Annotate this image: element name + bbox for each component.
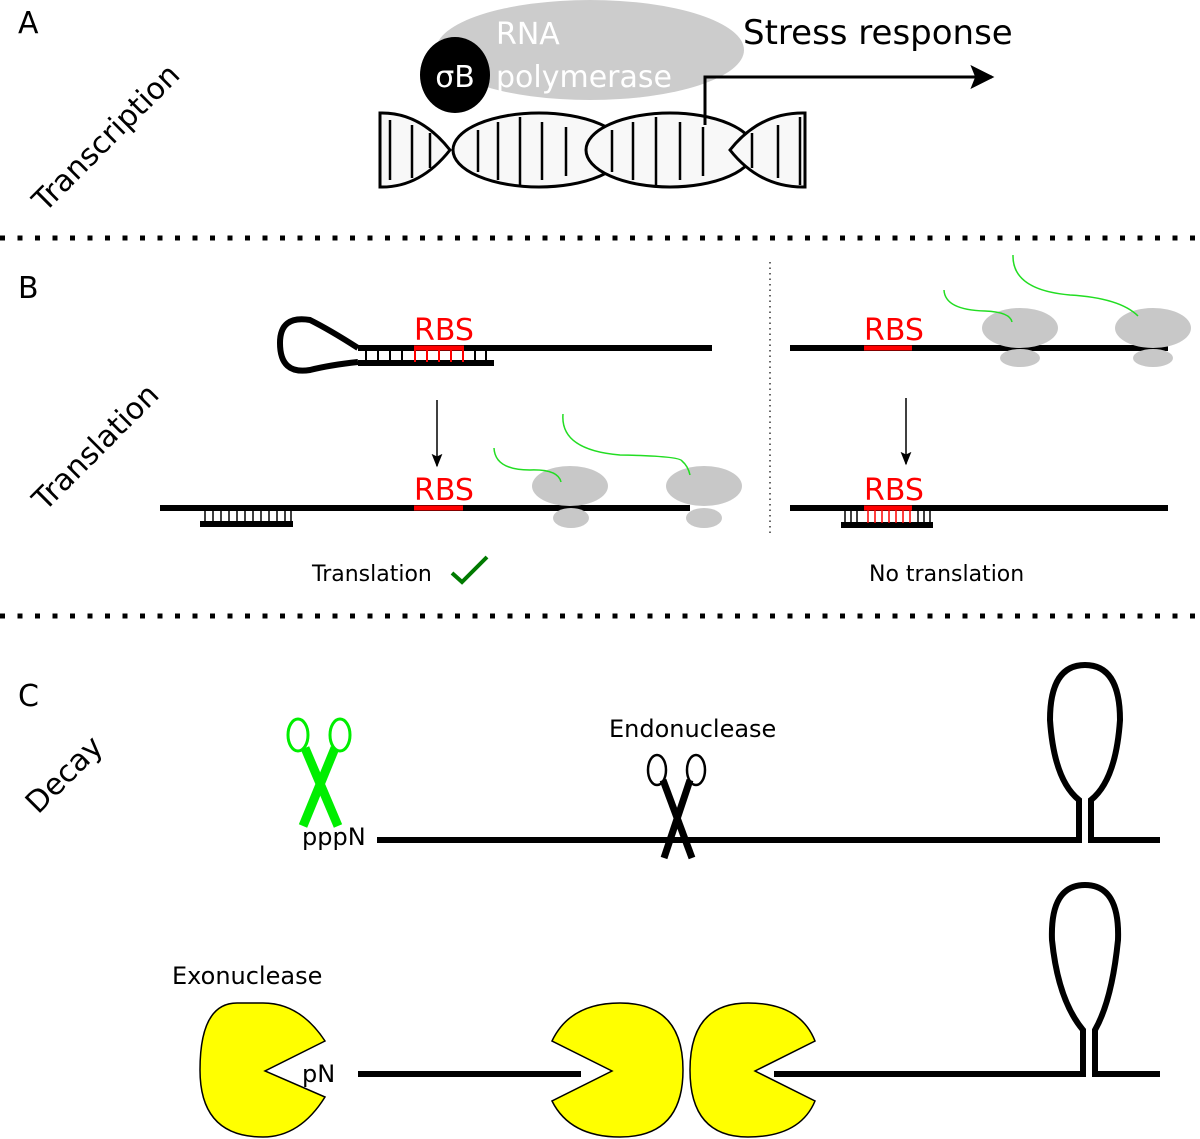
- pppn-label: pppN: [302, 823, 366, 851]
- ribosome: [532, 466, 608, 528]
- translation-caption: Translation: [311, 562, 432, 587]
- rbs-label: RBS: [414, 313, 474, 348]
- exonuclease-pacman-icon: [550, 1002, 684, 1138]
- mrna-with-terminator: [377, 661, 1160, 843]
- mrna-blocked-rbs: [790, 505, 1168, 528]
- panel-letter-b: B: [18, 271, 39, 306]
- nascent-peptide: [562, 413, 691, 476]
- mrna-hairpin-sequestered: [276, 316, 712, 374]
- exonuclease-pacman-icon: [689, 1002, 816, 1138]
- ribosome: [1115, 308, 1191, 367]
- panel-label-translation: Translation: [25, 377, 166, 518]
- panel-letter-a: A: [18, 6, 39, 41]
- nascent-peptide: [1012, 254, 1139, 317]
- sigma-b-label: σB: [435, 60, 475, 95]
- check-icon: [450, 555, 489, 585]
- scissors-green-icon: [286, 717, 352, 828]
- polymerase-label-line2: polymerase: [496, 60, 672, 95]
- rbs-label: RBS: [864, 313, 924, 348]
- panel-label-decay: Decay: [19, 729, 110, 820]
- pn-label: pN: [302, 1060, 335, 1088]
- no-translation-caption: No translation: [869, 562, 1024, 587]
- nascent-peptide: [493, 447, 562, 483]
- exonuclease-pacman-icon: [199, 1002, 327, 1138]
- transcription-start-arrow: [703, 65, 995, 125]
- stress-response-label: Stress response: [743, 13, 1013, 53]
- dna-helix: [378, 111, 807, 189]
- panel-letter-c: C: [18, 679, 39, 714]
- scissors-black-icon: [646, 753, 707, 860]
- polymerase-label-line1: RNA: [496, 17, 560, 52]
- ribosome: [982, 308, 1058, 367]
- rbs-label: RBS: [414, 473, 474, 508]
- nascent-peptide: [943, 289, 1013, 323]
- exonuclease-label: Exonuclease: [172, 962, 322, 990]
- mrna-translating: [160, 505, 690, 527]
- endonuclease-label: Endonuclease: [609, 715, 776, 743]
- mrna-with-terminator: [774, 881, 1160, 1077]
- panel-label-transcription: Transcription: [25, 57, 187, 219]
- rna-polymerase-shape: [436, 0, 744, 100]
- sigma-b-factor: [420, 37, 490, 113]
- rbs-label: RBS: [864, 473, 924, 508]
- ribosome: [666, 466, 742, 528]
